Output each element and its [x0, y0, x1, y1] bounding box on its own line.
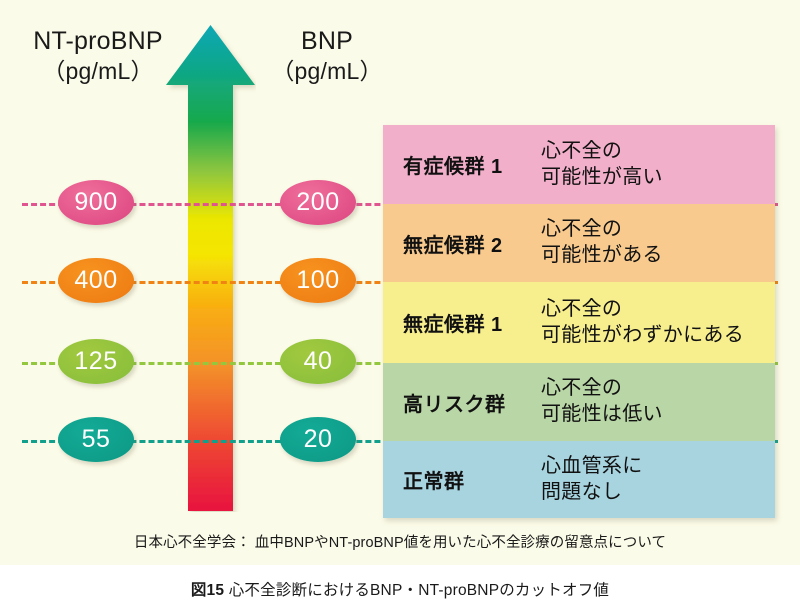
value-bubble-bnp-200: 200 [280, 180, 356, 225]
category-description-line2: 可能性が高い [541, 165, 663, 188]
column-unit-nt-probnp: （pg/mL） [42, 57, 154, 84]
value-bubble-label: 400 [74, 266, 118, 294]
value-bubble-label: 55 [81, 425, 111, 453]
category-band-high-risk: 高リスク群 心不全の 可能性は低い [383, 363, 775, 441]
value-bubble-nt-probnp-900: 900 [58, 180, 134, 225]
figure-caption-text: 心不全診断におけるBNP・NT-proBNPのカットオフ値 [228, 582, 610, 599]
category-panel: 有症候群 1 心不全の 可能性が高い 無症候群 2 心不全の 可能性がある 無症… [383, 125, 775, 518]
category-name: 有症候群 1 [403, 156, 503, 178]
category-description-line1: 心不全の [541, 377, 623, 400]
category-description-line1: 心不全の [541, 218, 623, 241]
value-bubble-bnp-20: 20 [280, 417, 356, 462]
category-band-normal: 正常群 心血管系に 問題なし [383, 441, 775, 518]
category-description: 心不全の 可能性は低い [541, 376, 663, 427]
category-band-asymptomatic-2: 無症候群 2 心不全の 可能性がある [383, 204, 775, 282]
category-description-line2: 可能性は低い [541, 403, 663, 425]
category-description-line1: 心不全の [541, 297, 623, 320]
category-name: 高リスク群 [403, 393, 506, 416]
category-name: 無症候群 1 [403, 314, 503, 336]
category-name: 無症候群 2 [403, 234, 503, 257]
value-bubble-nt-probnp-125: 125 [58, 339, 134, 384]
figure-number: 図15 [190, 582, 225, 599]
category-description-line1: 心不全の [541, 139, 623, 162]
value-bubble-nt-probnp-55: 55 [58, 417, 134, 462]
category-description: 心不全の 可能性がある [541, 217, 663, 268]
value-bubble-label: 900 [74, 188, 118, 216]
column-unit-bnp: （pg/mL） [271, 57, 383, 84]
value-bubble-nt-probnp-400: 400 [58, 258, 134, 303]
value-bubble-label: 100 [296, 266, 340, 294]
category-band-symptomatic-1: 有症候群 1 心不全の 可能性が高い [383, 125, 775, 204]
column-header-bnp: BNP （pg/mL） [252, 26, 402, 85]
category-description-line2: 問題なし [541, 480, 623, 503]
category-description: 心血管系に 問題なし [541, 454, 643, 505]
category-description-line2: 可能性がある [541, 244, 663, 266]
category-description-line2: 可能性がわずかにある [541, 323, 744, 346]
figure-container: NT-proBNP （pg/mL） BNP （pg/mL） [0, 0, 800, 565]
category-description: 心不全の 可能性がわずかにある [541, 297, 744, 348]
severity-gradient-arrow-icon [165, 24, 256, 512]
column-header-nt-probnp: NT-proBNP （pg/mL） [8, 26, 188, 85]
source-note: 日本心不全学会： 血中BNPやNT-proBNP値を用いた心不全診療の留意点につ… [133, 535, 667, 551]
category-name: 正常群 [403, 471, 465, 493]
value-bubble-bnp-40: 40 [280, 339, 356, 384]
column-title-nt-probnp: NT-proBNP [33, 27, 163, 55]
value-bubble-label: 125 [74, 347, 118, 375]
figure-caption: 図15 心不全診断におけるBNP・NT-proBNPのカットオフ値 [0, 578, 800, 600]
value-bubble-label: 40 [303, 347, 333, 375]
category-description-line1: 心血管系に [541, 454, 643, 477]
category-description: 心不全の 可能性が高い [541, 139, 663, 190]
category-band-asymptomatic-1: 無症候群 1 心不全の 可能性がわずかにある [383, 282, 775, 363]
value-bubble-label: 20 [303, 425, 333, 453]
column-title-bnp: BNP [300, 27, 353, 55]
value-bubble-label: 200 [296, 188, 340, 216]
value-bubble-bnp-100: 100 [280, 258, 356, 303]
